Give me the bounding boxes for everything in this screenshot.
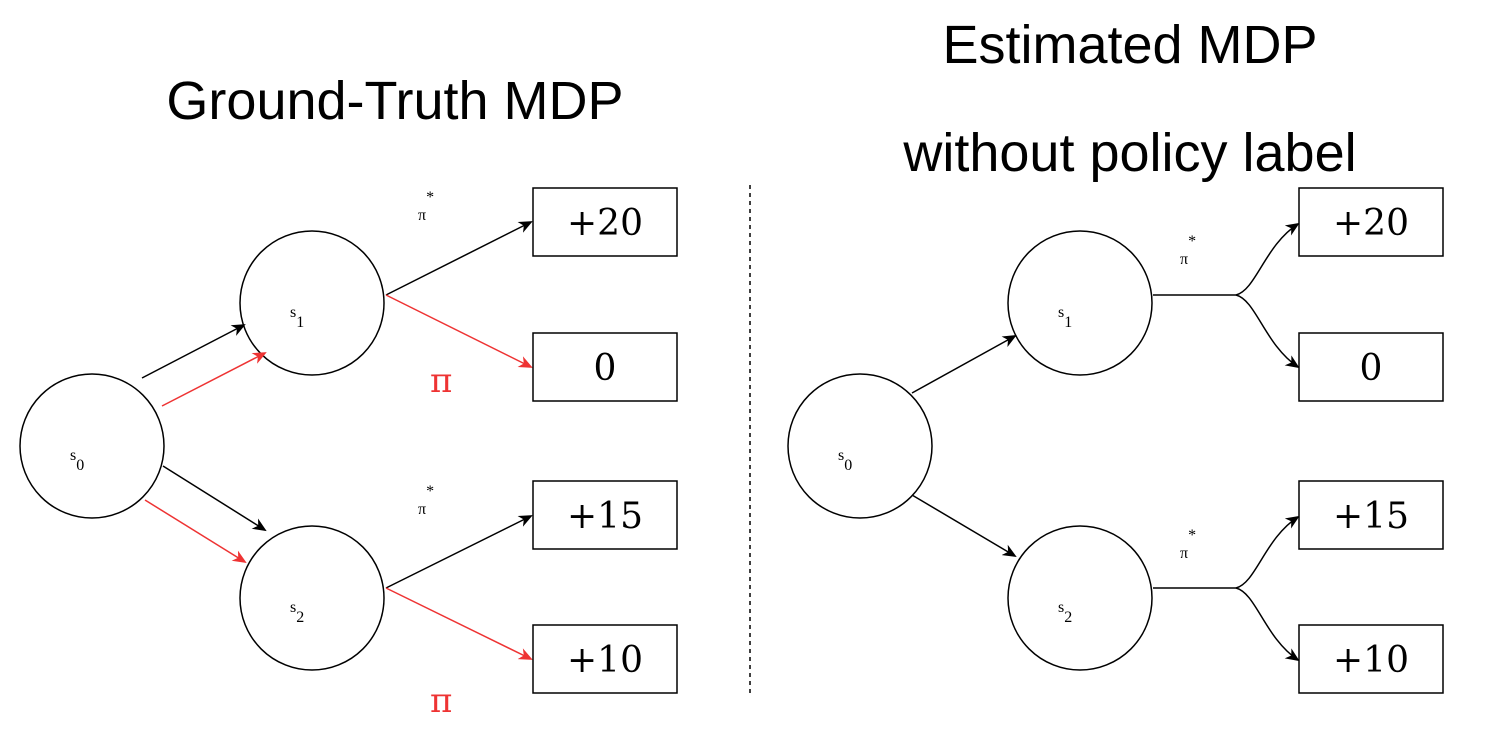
right-reward-box-2 bbox=[1298, 332, 1444, 402]
left-reward-box-1 bbox=[532, 187, 678, 257]
left-panel: s0 s1 s2 π* π* bbox=[19, 187, 678, 721]
estimated-title-line1: Estimated MDP bbox=[942, 15, 1318, 75]
left-edge-s1-r20 bbox=[385, 221, 533, 296]
left-edge-s0-s2-behavior bbox=[144, 499, 247, 564]
right-reward-box-3 bbox=[1298, 480, 1444, 550]
right-reward-value-3: +15 bbox=[1333, 496, 1409, 537]
right-reward-box-1 bbox=[1298, 187, 1444, 257]
right-node-s0 bbox=[787, 373, 933, 519]
right-reward-box-4 bbox=[1298, 624, 1444, 694]
right-edge-s1-r0 bbox=[1235, 294, 1300, 369]
right-reward-value-4: +10 bbox=[1333, 640, 1409, 681]
right-pi-star-top: π* bbox=[1180, 233, 1196, 268]
left-pi-star-bottom: π* bbox=[418, 483, 434, 518]
left-reward-box-2 bbox=[532, 332, 678, 402]
left-reward-value-1: +20 bbox=[567, 203, 643, 244]
left-edge-s0-s1-behavior bbox=[161, 352, 267, 407]
left-node-s0 bbox=[19, 373, 165, 519]
right-edge-s0-s1 bbox=[911, 335, 1017, 394]
left-node-s1-label: s1 bbox=[290, 304, 304, 331]
left-edge-s0-s1-optimal bbox=[141, 324, 246, 379]
left-reward-value-3: +15 bbox=[567, 496, 643, 537]
right-node-s2-label: s2 bbox=[1058, 599, 1072, 626]
right-edge-s2-r10 bbox=[1235, 587, 1300, 662]
right-node-s1-label: s1 bbox=[1058, 304, 1072, 331]
left-node-s2 bbox=[239, 525, 385, 671]
left-node-s0-label: s0 bbox=[70, 447, 84, 474]
right-panel: s0 s1 s2 π* π* bbox=[787, 187, 1444, 694]
left-edge-s1-r0 bbox=[385, 294, 533, 368]
right-reward-value-2: 0 bbox=[1360, 348, 1383, 389]
estimated-title-line2: without policy label bbox=[903, 123, 1357, 183]
right-pi-star-bottom: π* bbox=[1180, 527, 1196, 562]
right-node-s1 bbox=[1007, 230, 1153, 376]
right-edge-s0-s2 bbox=[911, 494, 1017, 558]
left-node-s1 bbox=[239, 230, 385, 376]
left-pi-behavior-top: π bbox=[430, 361, 452, 401]
left-reward-box-3 bbox=[532, 480, 678, 550]
left-edge-s2-r15 bbox=[385, 515, 533, 589]
right-reward-value-1: +20 bbox=[1333, 203, 1409, 244]
left-pi-behavior-bottom: π bbox=[430, 681, 452, 721]
left-reward-value-2: 0 bbox=[594, 348, 617, 389]
right-edge-s1-r20 bbox=[1235, 222, 1300, 296]
right-edge-s2-r15 bbox=[1235, 515, 1300, 589]
left-pi-star-top: π* bbox=[418, 189, 434, 224]
right-node-s0-label: s0 bbox=[838, 447, 852, 474]
left-reward-box-4 bbox=[532, 624, 678, 694]
left-edge-s2-r10 bbox=[385, 587, 533, 660]
left-edge-s0-s2-optimal bbox=[162, 465, 267, 532]
left-reward-value-4: +10 bbox=[567, 640, 643, 681]
right-node-s2 bbox=[1007, 525, 1153, 671]
ground-truth-title: Ground-Truth MDP bbox=[166, 71, 624, 131]
left-node-s2-label: s2 bbox=[290, 599, 304, 626]
